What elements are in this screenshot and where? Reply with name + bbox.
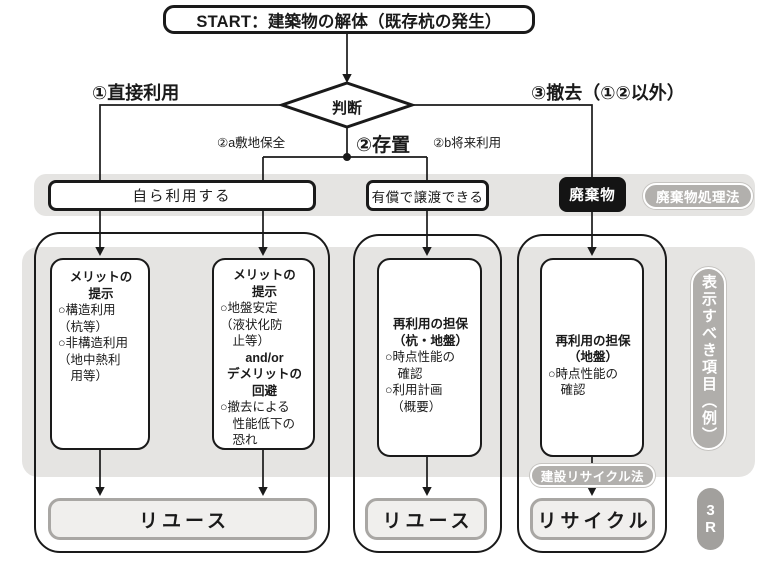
merit-demerit-heading: メリットの 提示	[233, 268, 296, 299]
display-items-label: 表示すべき項目（例）	[700, 273, 717, 444]
recycle-outcome: リサイクル	[530, 498, 655, 540]
merit-structural-box: メリットの 提示 ○構造利用 （杭等） ○非構造利用 （地中熱利 用等）	[50, 258, 150, 450]
merit-structural-heading: メリットの 提示	[69, 270, 133, 301]
paid-transfer-node: 有償で譲渡できる	[366, 180, 489, 211]
reuse-outcome-wide-label: リユース	[138, 510, 231, 532]
connectors-to-detail-boxes	[99, 211, 593, 247]
reuse-guarantee-pile-ground-box: 再利用の担保 （杭・地盤） ○時点性能の 確認 ○利用計画 （概要）	[377, 258, 482, 457]
reuse-outcome-mid: リユース	[365, 498, 487, 540]
merit-demerit-subheading: and/or デメリットの 回避	[226, 350, 302, 398]
reuse-outcome-mid-label: リユース	[382, 510, 474, 532]
start-node: START：建築物の解体（既存杭の発生）	[163, 5, 535, 34]
construction-recycle-law-label: 建設リサイクル法	[540, 470, 645, 484]
connector-leave-split	[262, 156, 428, 180]
arrowhead-decision	[342, 74, 352, 83]
waste-label: 廃棄物	[569, 188, 616, 204]
connector-branch-removal	[412, 104, 593, 177]
reuse-guarantee-ground-box: 再利用の担保 （地盤） ○時点性能の 確認	[540, 258, 644, 457]
waste-disposal-law-label: 廃棄物処理法	[656, 190, 740, 205]
decision-node-label: 判断	[331, 100, 362, 117]
branch-label-removal: ③撤去（①②以外）	[531, 83, 685, 103]
branch-label-site-preservation: ②a敷地保全	[217, 136, 286, 150]
arrowhead-recycle	[587, 487, 597, 496]
paid-transfer-label: 有償で譲渡できる	[371, 189, 484, 205]
branch-label-leave-in-place: ②存置	[356, 135, 411, 156]
branch-label-future-use: ②b将来利用	[433, 136, 502, 150]
arrowhead-box3	[422, 247, 432, 256]
group-waste	[517, 234, 667, 553]
reuse-guarantee-ground-body: ○時点性能の 確認	[548, 366, 619, 398]
merit-structural-body: ○構造利用 （杭等） ○非構造利用 （地中熱利 用等）	[58, 303, 129, 383]
construction-recycle-law-pill: 建設リサイクル法	[530, 464, 655, 487]
connectors-to-outcomes	[99, 450, 593, 487]
merit-demerit-body1: ○地盤安定 （液状化防 止等）	[220, 301, 283, 348]
display-items-pill: 表示すべき項目（例）	[691, 267, 726, 450]
waste-node: 廃棄物	[559, 177, 626, 212]
merit-demerit-body2: ○撤去による 性能低下の 恐れ	[220, 400, 296, 447]
arrowhead-reuse-left	[95, 487, 105, 496]
reuse-guarantee-pile-ground-body: ○時点性能の 確認 ○利用計画 （概要）	[385, 350, 456, 414]
self-use-label: 自ら利用する	[132, 189, 232, 205]
arrowhead-box4	[587, 247, 597, 256]
recycle-outcome-label: リサイクル	[537, 510, 652, 532]
group-transfer	[353, 234, 502, 553]
reuse-guarantee-ground-heading: 再利用の担保 （地盤）	[555, 333, 631, 365]
group-direct-use	[34, 232, 330, 553]
arrowhead-box2	[258, 247, 268, 256]
merit-demerit-box: メリットの 提示 ○地盤安定 （液状化防 止等） and/or デメリットの 回…	[212, 258, 315, 450]
three-r-badge: 3 R	[697, 488, 724, 550]
arrowhead-reuse-right	[258, 487, 268, 496]
arrowhead-box1	[95, 247, 105, 256]
reuse-outcome-wide: リユース	[48, 498, 317, 540]
connector-branch-direct-use	[99, 104, 282, 180]
waste-disposal-law-pill: 廃棄物処理法	[643, 183, 753, 209]
reuse-guarantee-pile-ground-heading: 再利用の担保 （杭・地盤）	[392, 317, 468, 348]
self-use-node: 自ら利用する	[48, 180, 316, 211]
start-node-label: START：建築物の解体（既存杭の発生）	[196, 12, 502, 31]
branch-label-direct-use: ①直接利用	[92, 83, 180, 103]
arrowhead-reuse-mid	[422, 487, 432, 496]
